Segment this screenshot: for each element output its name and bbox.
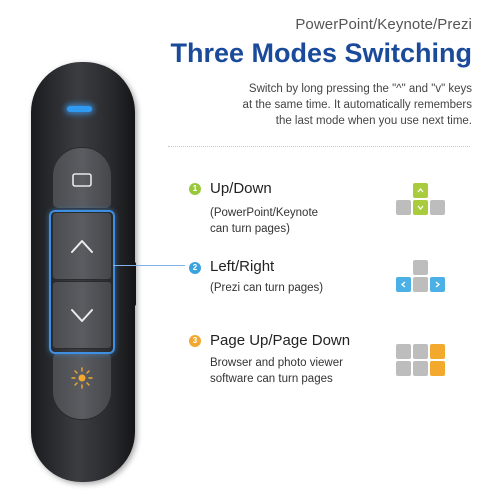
mode-description-line: can turn pages) — [210, 223, 290, 235]
left-right-keys-icon — [396, 260, 446, 296]
key-right — [430, 277, 445, 292]
key-page-up — [430, 344, 445, 359]
mode-description-line: software can turn pages — [210, 373, 333, 385]
divider — [168, 146, 470, 147]
up-button[interactable] — [52, 212, 112, 280]
key — [430, 200, 445, 215]
key-up — [413, 183, 428, 198]
screen-button[interactable] — [52, 147, 112, 209]
subtitle: PowerPoint/Keynote/Prezi — [295, 16, 472, 33]
mode-description-line: (PowerPoint/Keynote — [210, 207, 319, 219]
key — [413, 260, 428, 275]
mode-description: (Prezi can turn pages) — [210, 280, 323, 296]
key — [396, 361, 411, 376]
up-arrow-icon — [71, 240, 93, 253]
mode-title: Page Up/Page Down — [210, 332, 351, 349]
mode-description-line: Browser and photo viewer — [210, 357, 343, 369]
mode-number-badge: 3 — [189, 335, 201, 347]
down-arrow-icon — [71, 309, 93, 322]
mode-title: Left/Right — [210, 258, 275, 275]
mode-title: Up/Down — [210, 180, 272, 197]
arrow-keys-highlight — [49, 210, 115, 354]
description: Switch by long pressing the "^" and "v" … — [190, 81, 472, 129]
page-title: Three Modes Switching — [170, 38, 472, 68]
laser-button[interactable] — [52, 352, 112, 420]
description-line: the last mode when you use next time. — [275, 115, 472, 127]
page-up-down-keys-icon — [396, 344, 446, 380]
key-down — [413, 200, 428, 215]
key-page-down — [430, 361, 445, 376]
status-led — [67, 106, 92, 112]
mode-description: Browser and photo viewer software can tu… — [210, 355, 343, 387]
key — [396, 200, 411, 215]
mode-description-line: (Prezi can turn pages) — [210, 282, 324, 294]
description-line: at the same time. It automatically remem… — [242, 99, 472, 111]
laser-icon — [71, 367, 93, 389]
description-line: Switch by long pressing the "^" and "v" … — [248, 83, 472, 95]
connector-line — [113, 265, 185, 266]
key-left — [396, 277, 411, 292]
mode-description: (PowerPoint/Keynote can turn pages) — [210, 205, 318, 237]
up-down-keys-icon — [396, 183, 446, 219]
key — [396, 344, 411, 359]
key — [413, 344, 428, 359]
mode-number-badge: 1 — [189, 183, 201, 195]
down-button[interactable] — [52, 281, 112, 349]
mode-number-badge: 2 — [189, 262, 201, 274]
key — [413, 277, 428, 292]
screen-icon — [72, 173, 92, 187]
key — [413, 361, 428, 376]
